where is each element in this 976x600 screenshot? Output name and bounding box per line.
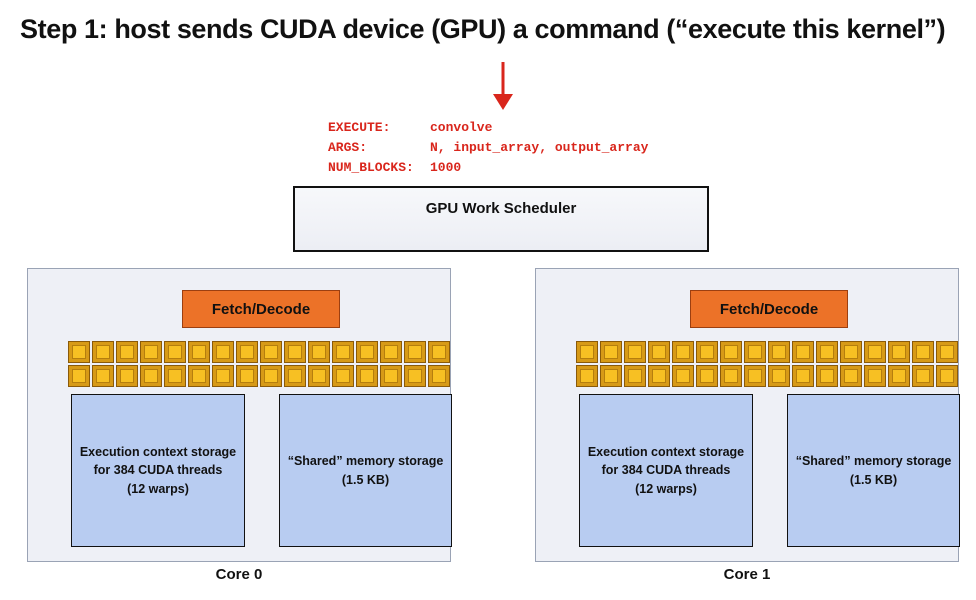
alu-cell xyxy=(284,341,306,363)
alu-cell xyxy=(576,365,598,387)
alu-cell xyxy=(428,341,450,363)
alu-cell xyxy=(380,341,402,363)
alu-cell xyxy=(164,365,186,387)
core-0-caption: Core 0 xyxy=(215,566,263,583)
execution-context-storage: Execution context storage for 384 CUDA t… xyxy=(71,394,245,547)
alu-cell xyxy=(404,341,426,363)
command-value: convolve xyxy=(430,120,493,135)
shared-memory-storage: “Shared” memory storage (1.5 KB) xyxy=(279,394,452,547)
shared-memory-label: “Shared” memory storage (1.5 KB) xyxy=(287,454,444,487)
alu-cell xyxy=(140,341,162,363)
command-row-execute: EXECUTE: convolve xyxy=(328,118,648,138)
gpu-work-scheduler: GPU Work Scheduler xyxy=(293,186,709,252)
alu-cell xyxy=(308,341,330,363)
shared-memory-storage: “Shared” memory storage (1.5 KB) xyxy=(787,394,960,547)
alu-cell xyxy=(92,341,114,363)
alu-cell xyxy=(936,341,958,363)
alu-cell xyxy=(428,365,450,387)
command-row-num-blocks: NUM_BLOCKS: 1000 xyxy=(328,158,648,178)
alu-cell xyxy=(720,365,742,387)
execution-context-label: Execution context storage for 384 CUDA t… xyxy=(79,444,237,496)
alu-cell xyxy=(308,365,330,387)
slide-title: Step 1: host sends CUDA device (GPU) a c… xyxy=(20,14,946,44)
alu-cell xyxy=(356,341,378,363)
alu-cell xyxy=(672,365,694,387)
fetch-decode-unit: Fetch/Decode xyxy=(182,290,340,328)
alu-cell xyxy=(116,341,138,363)
alu-cell xyxy=(188,341,210,363)
alu-cell xyxy=(816,341,838,363)
alu-cell xyxy=(260,365,282,387)
alu-cell xyxy=(888,341,910,363)
alu-cell xyxy=(936,365,958,387)
command-value: N, input_array, output_array xyxy=(430,140,649,155)
execution-context-storage: Execution context storage for 384 CUDA t… xyxy=(579,394,753,547)
shared-memory-label: “Shared” memory storage (1.5 KB) xyxy=(795,454,952,487)
alu-cell xyxy=(212,341,234,363)
alu-cell xyxy=(840,341,862,363)
alu-cell xyxy=(356,365,378,387)
alu-cell xyxy=(404,365,426,387)
alu-cell xyxy=(236,365,258,387)
alu-cell xyxy=(648,341,670,363)
alu-cell xyxy=(332,341,354,363)
alu-cell xyxy=(840,365,862,387)
alu-cell xyxy=(92,365,114,387)
alu-cell xyxy=(768,365,790,387)
alu-cell xyxy=(212,365,234,387)
alu-cell xyxy=(792,341,814,363)
command-key: EXECUTE: xyxy=(328,120,391,135)
alu-cell xyxy=(380,365,402,387)
alu-cell xyxy=(696,365,718,387)
alu-cell xyxy=(188,365,210,387)
alu-cell xyxy=(284,365,306,387)
alu-cell xyxy=(164,341,186,363)
alu-cell xyxy=(68,341,90,363)
command-value: 1000 xyxy=(430,160,462,175)
alu-cell xyxy=(864,365,886,387)
alu-cell xyxy=(624,341,646,363)
alu-cell xyxy=(744,365,766,387)
alu-grid xyxy=(68,341,452,389)
alu-cell xyxy=(768,341,790,363)
command-block: EXECUTE: convolve ARGS: N, input_array, … xyxy=(328,118,648,178)
core-1: Fetch/Decode Execution context storage f… xyxy=(535,268,960,562)
alu-cell xyxy=(260,341,282,363)
alu-cell xyxy=(140,365,162,387)
core-1-caption: Core 1 xyxy=(723,566,771,583)
alu-cell xyxy=(720,341,742,363)
alu-cell xyxy=(332,365,354,387)
fetch-decode-unit: Fetch/Decode xyxy=(690,290,848,328)
alu-cell xyxy=(888,365,910,387)
down-arrow-icon xyxy=(493,62,513,110)
alu-cell xyxy=(648,365,670,387)
command-key: ARGS: xyxy=(328,140,368,155)
alu-cell xyxy=(792,365,814,387)
command-row-args: ARGS: N, input_array, output_array xyxy=(328,138,648,158)
alu-cell xyxy=(672,341,694,363)
alu-cell xyxy=(912,365,934,387)
alu-cell xyxy=(816,365,838,387)
alu-cell xyxy=(696,341,718,363)
execution-context-label: Execution context storage for 384 CUDA t… xyxy=(587,444,745,496)
alu-cell xyxy=(912,341,934,363)
alu-cell xyxy=(744,341,766,363)
alu-cell xyxy=(236,341,258,363)
alu-cell xyxy=(68,365,90,387)
alu-cell xyxy=(600,365,622,387)
core-0: Fetch/Decode Execution context storage f… xyxy=(27,268,452,562)
alu-cell xyxy=(116,365,138,387)
alu-cell xyxy=(600,341,622,363)
scheduler-label: GPU Work Scheduler xyxy=(425,200,577,217)
alu-cell xyxy=(864,341,886,363)
alu-cell xyxy=(576,341,598,363)
command-key: NUM_BLOCKS: xyxy=(328,160,414,175)
alu-grid xyxy=(576,341,960,389)
alu-cell xyxy=(624,365,646,387)
